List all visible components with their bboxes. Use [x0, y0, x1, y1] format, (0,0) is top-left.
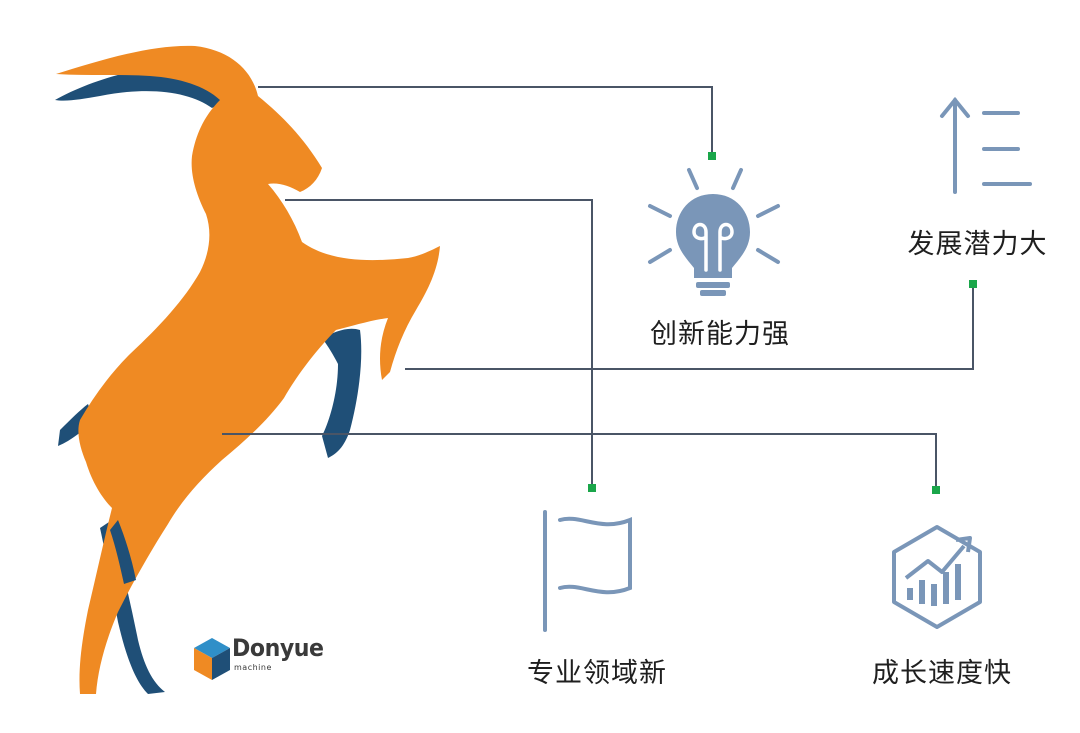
goat-rear-leg-shade: [110, 520, 136, 584]
hexagon-chart-icon: [892, 525, 982, 629]
connector-nodes: [588, 152, 977, 494]
node-potential: [969, 280, 977, 288]
node-new-field: [588, 484, 596, 492]
brand-logo: Donyue machine: [194, 634, 364, 680]
connector-new-field: [285, 199, 593, 488]
goat-body: [56, 45, 440, 695]
connector-potential: [405, 284, 974, 370]
logo-subtitle: machine: [234, 663, 272, 672]
label-new-field: 专业领域新: [527, 658, 667, 689]
lightbulb-icon: [648, 168, 780, 296]
logo-wordmark: Donyue: [232, 634, 324, 662]
logo-cube-icon: [194, 638, 230, 680]
growth-list-icon: [940, 96, 1032, 194]
goat-front-leg: [322, 328, 362, 458]
node-innovation: [708, 152, 716, 160]
label-potential: 发展潜力大: [907, 229, 1048, 260]
flag-icon: [543, 510, 632, 632]
goat-illustration: [55, 45, 440, 695]
connectors: [222, 86, 974, 490]
connector-innovation: [258, 86, 713, 156]
label-growth: 成长速度快: [872, 658, 1012, 689]
connector-growth: [222, 433, 937, 490]
label-innovation: 创新能力强: [650, 319, 790, 350]
node-growth: [932, 486, 940, 494]
